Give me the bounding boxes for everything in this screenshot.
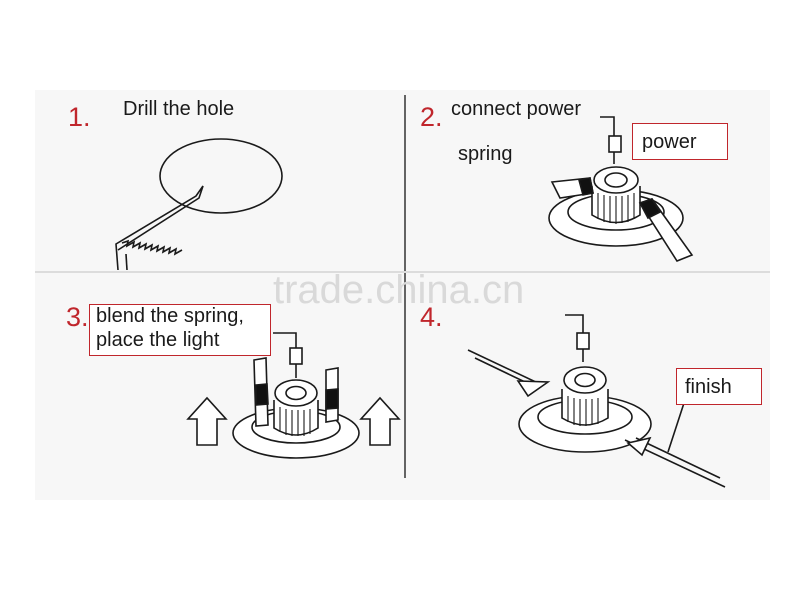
- saw-teeth: [121, 239, 183, 256]
- ceiling-line-right-2: [635, 437, 721, 479]
- spring-right: [626, 436, 652, 457]
- step-1-caption: Drill the hole: [123, 98, 235, 120]
- spring-left-dark: [255, 383, 269, 406]
- power-wire: [273, 332, 297, 348]
- heatsink-fins: [597, 193, 635, 224]
- lamp-body: [273, 400, 319, 436]
- step4-light-illustration: [467, 314, 726, 488]
- power-connector: [576, 332, 590, 350]
- ceiling-line-left: [467, 349, 541, 385]
- power-wire: [565, 314, 584, 333]
- power-label: power: [642, 131, 697, 153]
- saw-blade: [115, 185, 204, 271]
- step2-light-illustration: [548, 116, 694, 262]
- step-3-caption-box: blend the spring, place the light: [89, 304, 271, 356]
- heatsink-fins: [567, 396, 599, 426]
- lamp-lens: [574, 372, 596, 388]
- finish-label: finish: [685, 376, 732, 398]
- up-arrow-left-icon: [186, 396, 228, 446]
- step1-drill-illustration: [115, 138, 283, 271]
- step-3-caption-line1: blend the spring,: [96, 305, 244, 327]
- drill-hole: [159, 138, 283, 214]
- spring-label: spring: [458, 143, 513, 165]
- lamp-lens: [285, 385, 307, 401]
- watermark: trade.china.cn: [273, 268, 525, 312]
- step-2-number: 2.: [420, 102, 443, 132]
- step-2-caption: connect power: [451, 98, 582, 120]
- finish-leader-line: [667, 402, 685, 453]
- spring-left-dark: [578, 177, 594, 196]
- up-arrow-right-icon: [359, 396, 401, 446]
- lamp-body: [561, 389, 609, 426]
- heatsink-fins: [279, 407, 311, 436]
- spring-right-dark: [325, 388, 339, 410]
- step-4-number: 4.: [420, 302, 443, 332]
- lamp-lens: [604, 172, 628, 188]
- finish-label-box: finish: [676, 368, 762, 405]
- spring-right-dark: [638, 198, 662, 220]
- step3-light-illustration: [186, 332, 401, 459]
- spring-left: [516, 380, 551, 398]
- ceiling-line-left-2: [474, 357, 526, 383]
- saw-handle: [125, 253, 128, 271]
- power-connector: [608, 135, 622, 153]
- power-wire: [600, 116, 615, 136]
- step-3-caption-line2: place the light: [96, 329, 220, 351]
- step-3-number: 3.: [66, 302, 89, 332]
- power-label-box: power: [632, 123, 728, 160]
- power-connector: [289, 347, 303, 365]
- step-1-number: 1.: [68, 102, 91, 132]
